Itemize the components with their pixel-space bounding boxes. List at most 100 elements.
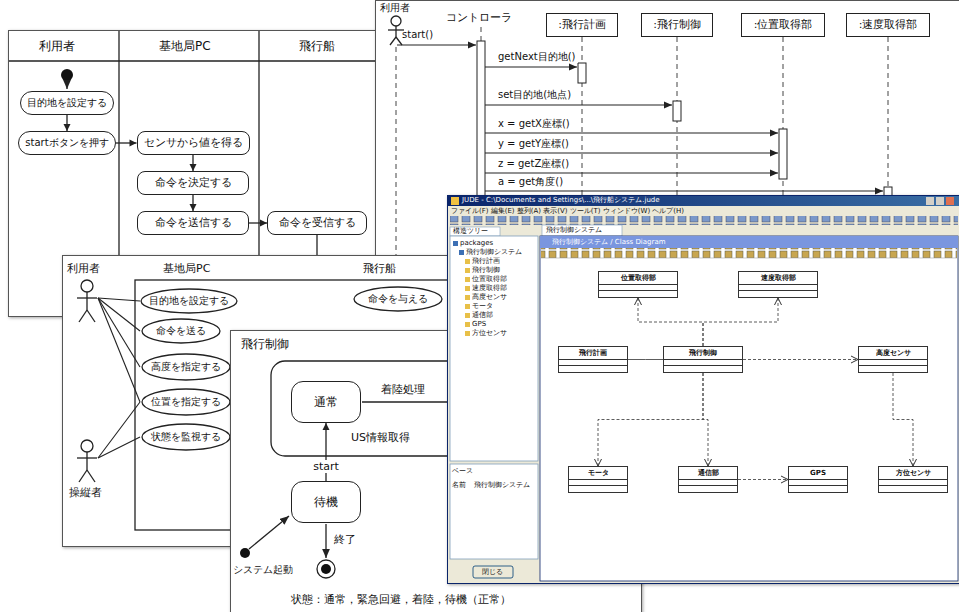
arrow-head (635, 298, 642, 305)
message-label: start() (402, 29, 433, 41)
node-text: :飛行計画 (558, 18, 606, 31)
usecase: 状態を監視する (141, 423, 231, 451)
actor-name: 利用者 (380, 2, 410, 14)
tree-item: 通信部 (472, 311, 493, 319)
object-box: :飛行制御 (641, 13, 713, 37)
actor-figure (388, 16, 404, 45)
node-text: 高度センサ (871, 347, 916, 359)
node-text: 位置を指定する (151, 396, 221, 408)
class-box: 飛行制御 (663, 346, 743, 373)
flow-arrow (190, 195, 197, 211)
node-text: 速度取得部 (756, 272, 801, 284)
class-compartment (599, 290, 677, 296)
connector-line (703, 298, 778, 346)
class-compartment (569, 485, 627, 491)
panel-tab: 構造ツリー (453, 227, 488, 235)
property-label: ベース (452, 467, 473, 475)
node-text: :飛行制御 (653, 18, 701, 31)
dependency-arrow (635, 298, 704, 346)
node-text: 命令を与える (368, 293, 428, 305)
usecase: 命令を送る (141, 318, 221, 344)
usecase: 位置を指定する (141, 388, 231, 416)
node-text: 方位センサ (891, 467, 936, 479)
actor-figure (77, 280, 97, 482)
class-box: モータ (568, 466, 628, 493)
dependency-arrow (628, 359, 663, 360)
activity-node: 命令を送信する (137, 211, 249, 235)
arrow-head (190, 204, 197, 211)
window-title: JUDE - C:\Documents and Settings\...\飛行船… (462, 196, 660, 204)
node-text: 通常 (314, 395, 338, 409)
node-text: :位置取得部 (754, 18, 813, 31)
dependency-arrow (703, 373, 712, 466)
tree-item: 飛行制御 (472, 266, 500, 274)
connector-line (703, 373, 708, 466)
message-label: y = getY座標() (496, 138, 571, 150)
arrow-head (595, 459, 602, 466)
arrow-head (190, 164, 197, 171)
lane-header: 飛行船 (299, 39, 335, 53)
class-box: 通信部 (678, 466, 738, 493)
activity-node: 命令を受信する (267, 211, 367, 235)
tree-item: モータ (472, 302, 493, 310)
node-text: 状態を監視する (151, 431, 221, 443)
node-text: GPS (805, 467, 831, 479)
flow-arrow (249, 220, 267, 227)
flow-arrow (190, 155, 197, 171)
dependency-arrow (703, 298, 782, 346)
message-label: z = getZ座標() (496, 158, 571, 170)
actor-name: 操縦者 (69, 486, 102, 499)
connector-line (738, 479, 788, 480)
property-label: 名前 (452, 481, 466, 489)
connector-line (743, 359, 858, 360)
class-compartment (664, 365, 742, 371)
message-label: set目的地(地点) (496, 89, 573, 101)
property-value: 飛行制御システム (474, 481, 530, 489)
tree-item: packages (460, 239, 493, 247)
app-screenshot: 飛行制御飛行計画位置取得部速度取得部高度センサモータ通信部GPS方位センサJUD… (447, 195, 959, 584)
tree-item: 方位センサ (472, 329, 507, 337)
activity-node: センサから値を得る (137, 131, 250, 155)
usecase: 目的地を設定する (140, 288, 238, 314)
connector-layer (448, 196, 959, 583)
node-text: startボタンを押す (25, 137, 108, 149)
activity-node: 目的地を設定する (20, 91, 114, 115)
message-label: a = get角度() (496, 176, 565, 188)
node-text: 高度を指定する (151, 361, 221, 373)
node-text: :速度取得部 (859, 18, 918, 31)
class-box: 高度センサ (858, 346, 928, 373)
node-text: 位置取得部 (616, 272, 661, 284)
activity-node: 命令を決定する (137, 171, 249, 195)
object-name: コントローラ (446, 11, 512, 24)
diagram-tab: 飛行制御システム (546, 226, 602, 234)
class-box: 方位センサ (878, 466, 948, 493)
arrow-head (64, 124, 71, 131)
lane-header: 基地局PC (159, 39, 211, 53)
connector-line (893, 373, 913, 466)
node-text: 飛行制御 (684, 347, 722, 359)
tree-item: GPS (472, 320, 486, 328)
toolbar (450, 216, 958, 225)
handwritten-note: 状態：通常，緊急回避，着陸，待機（正常） (291, 593, 511, 606)
object-box: :速度取得部 (846, 13, 930, 37)
node-text: 命令を送信する (155, 216, 232, 229)
flow-arrow (116, 140, 137, 147)
node-text: 命令を決定する (155, 176, 232, 189)
diagram-window (540, 225, 958, 581)
window-chrome (448, 196, 959, 583)
arrow-head (705, 459, 712, 466)
dependency-arrow (595, 373, 704, 466)
transition-label: 終了 (334, 533, 356, 546)
state-note: 着陸処理 (381, 383, 425, 396)
tree-item: 高度センサ (472, 293, 507, 301)
node-text: 目的地を設定する (27, 97, 107, 109)
object-box: :飛行計画 (546, 13, 618, 37)
dependency-arrow (743, 356, 858, 363)
class-compartment (559, 365, 627, 371)
arrow-head (851, 356, 858, 363)
node-text: 待機 (314, 495, 338, 509)
class-compartment (789, 485, 847, 491)
message-label: x = getX座標() (496, 118, 572, 130)
arrow-head (775, 298, 782, 305)
node-text: モータ (583, 467, 614, 479)
